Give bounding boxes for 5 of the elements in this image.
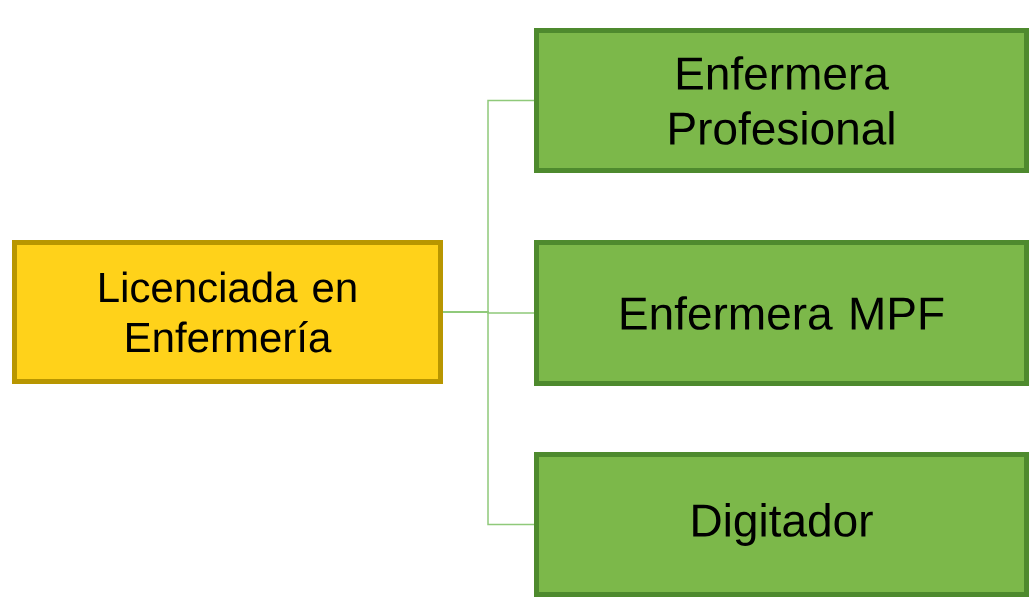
rectangle-box: Enfermera MPF bbox=[534, 240, 1029, 386]
rectangle-box: Digitador bbox=[534, 452, 1029, 597]
rectangle-box: Enfermera Profesional bbox=[534, 28, 1029, 173]
connector-line bbox=[442, 311, 535, 526]
rectangle-box: Licenciada en Enfermería bbox=[12, 240, 443, 384]
